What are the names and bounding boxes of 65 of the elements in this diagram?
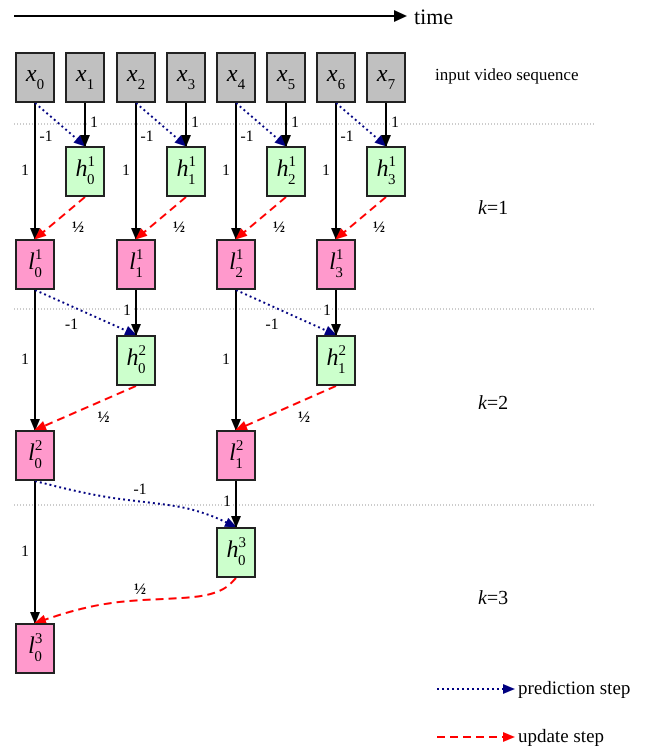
- arrow: [80, 103, 90, 147]
- highpass-box: [216, 527, 256, 578]
- arrow: [34, 385, 136, 431]
- lowpass-box: [15, 623, 55, 674]
- lowpass-box: [15, 430, 55, 481]
- arrow: [30, 481, 40, 624]
- input-frame-box: [366, 52, 406, 103]
- legend-label: update step: [518, 727, 604, 746]
- arrow: [235, 385, 336, 431]
- node-label: x$_{7}$: [376, 62, 396, 93]
- node-label: x$_{4}$: [226, 62, 246, 93]
- arrow: [231, 481, 241, 528]
- arrow: [131, 290, 141, 336]
- arrow: [235, 196, 287, 240]
- node-label: x$_{2}$: [126, 62, 146, 93]
- arrow: [34, 480, 237, 528]
- arrow: [335, 102, 387, 147]
- arrow: [235, 102, 287, 147]
- highpass-box: [166, 146, 206, 197]
- level-label: k=2: [478, 393, 508, 413]
- input-frame-box: [266, 52, 306, 103]
- level-label: k=1: [478, 198, 508, 218]
- arrow: [30, 290, 40, 431]
- input-frame-box: [65, 52, 105, 103]
- arrow: [231, 103, 241, 240]
- highpass-box: [266, 146, 306, 197]
- legend-label: prediction step: [518, 679, 630, 698]
- arrow: [34, 289, 137, 336]
- row-label: input video sequence: [435, 66, 579, 83]
- arrow: [281, 103, 291, 147]
- arrow: [181, 103, 191, 147]
- node-label: x$_{5}$: [276, 62, 296, 93]
- arrow: [131, 103, 141, 240]
- highpass-box: [65, 146, 105, 197]
- arrow: [236, 289, 337, 336]
- input-frame-box: [166, 52, 206, 103]
- highpass-box: [116, 335, 156, 386]
- axis-label: time: [414, 6, 454, 28]
- arrow: [135, 102, 187, 147]
- arrow: [335, 196, 387, 240]
- node-label: x$_{6}$: [326, 62, 346, 93]
- arrow: [34, 196, 86, 240]
- highpass-box: [316, 335, 356, 386]
- arrow: [34, 577, 237, 624]
- lowpass-box: [216, 239, 256, 290]
- highpass-box: [366, 146, 406, 197]
- arrow: [231, 290, 241, 431]
- input-frame-box: [316, 52, 356, 103]
- lowpass-box: [216, 430, 256, 481]
- input-frame-box: [216, 52, 256, 103]
- arrow: [135, 196, 187, 240]
- level-label: k=3: [478, 588, 508, 608]
- node-label: x$_{0}$: [26, 62, 44, 93]
- arrow: [30, 103, 40, 240]
- arrow: [381, 103, 391, 147]
- arrow: [34, 102, 86, 147]
- lowpass-box: [15, 239, 55, 290]
- lowpass-box: [316, 239, 356, 290]
- node-label: x$_{1}$: [76, 62, 94, 93]
- input-frame-box: [15, 52, 55, 103]
- arrow: [331, 103, 341, 240]
- lowpass-box: [116, 239, 156, 290]
- arrow: [331, 290, 341, 336]
- node-label: x$_{3}$: [176, 62, 196, 93]
- input-frame-box: [116, 52, 156, 103]
